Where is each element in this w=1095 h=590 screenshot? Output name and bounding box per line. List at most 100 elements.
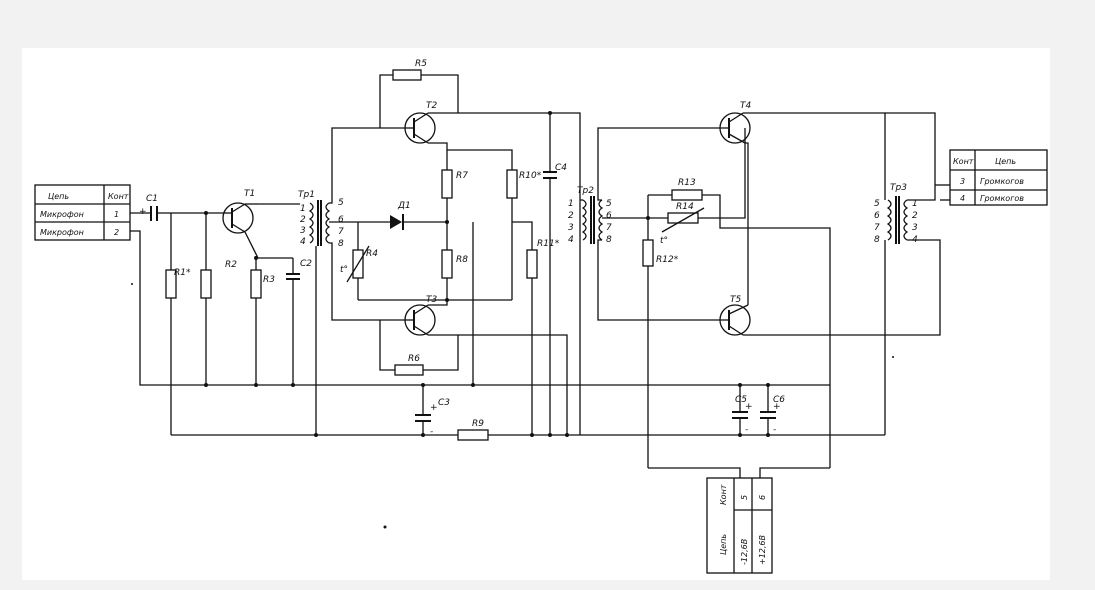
input-row2-circuit: Микрофон <box>40 228 84 237</box>
label-r13: R13 <box>678 178 696 188</box>
output-row2-contact: 4 <box>960 194 965 203</box>
mark-minus-c6: - <box>773 425 776 435</box>
transistor-t1: Т1 <box>222 189 300 259</box>
output-connector-table: Конт Цепь 3 Громкогов 4 Громкогов <box>949 149 1048 206</box>
power-connector-wiring <box>648 467 830 478</box>
label-t5: Т5 <box>730 295 741 305</box>
power-cell-minus: -12,6В <box>740 539 749 565</box>
tr2-pin8: 8 <box>606 235 612 245</box>
label-d1: Д1 <box>397 201 411 211</box>
output-header-circuit: Цепь <box>995 157 1016 166</box>
label-c6: C6 <box>773 395 785 405</box>
power-pin6: 6 <box>758 495 767 500</box>
label-c3: C3 <box>438 398 450 408</box>
tr3-pin2: 2 <box>912 211 918 221</box>
input-row1-contact: 1 <box>114 210 119 219</box>
label-r8: R8 <box>456 255 468 265</box>
input-stage-wiring: C1 + R1* R2 <box>130 194 830 435</box>
label-thermistor-r14: t° <box>660 236 668 246</box>
label-c4: C4 <box>555 163 567 173</box>
resistors-r7-r8: R7 R8 <box>441 169 468 302</box>
label-t1: Т1 <box>244 189 255 199</box>
mark-plus-c6: + <box>773 402 781 412</box>
transistor-t2: Т2 <box>404 101 581 435</box>
tr2-pin1: 1 <box>568 199 574 209</box>
label-thermistor-r4: t° <box>340 265 348 275</box>
label-r4: R4 <box>366 249 378 259</box>
diode-d1: Д1 <box>358 201 447 230</box>
thermistor-r4: R4 t° <box>340 222 447 301</box>
tr2-pin5: 5 <box>606 199 612 209</box>
power-label-circuit: Цепь <box>719 534 728 555</box>
label-tr1: Тр1 <box>298 190 315 200</box>
tr1-pin8: 8 <box>338 239 344 249</box>
label-t4: Т4 <box>740 101 751 111</box>
power-connector-table: Цепь Конт 5 6 -12,6В +12,6В <box>706 477 773 574</box>
input-header-contact: Конт <box>108 192 129 201</box>
tr1-pin1: 1 <box>300 204 306 214</box>
resistor-r5: R5 <box>379 59 459 128</box>
tr2-pin2: 2 <box>568 211 574 221</box>
label-r1: R1* <box>174 268 191 278</box>
tr3-pin5: 5 <box>874 199 880 209</box>
tr1-pin7: 7 <box>338 227 344 237</box>
label-r11: R11* <box>537 239 560 249</box>
label-tr2: Тр2 <box>577 186 594 196</box>
tr2-pin6: 6 <box>606 211 612 221</box>
tr2-pin3: 3 <box>568 223 574 233</box>
label-t2: Т2 <box>426 101 437 111</box>
tr1-pin3: 3 <box>300 226 306 236</box>
output-row2-circuit: Громкогов <box>980 194 1024 203</box>
label-c1: C1 <box>146 194 158 204</box>
label-r5: R5 <box>415 59 427 69</box>
capacitor-c3: C3 + - <box>415 383 450 437</box>
tr2-pin7: 7 <box>606 223 612 233</box>
bias-network-r10-r11-c4: R10* R11* C4 <box>447 111 567 435</box>
tr1-pin6: 6 <box>338 215 344 225</box>
tr3-pin6: 6 <box>874 211 880 221</box>
power-pin5: 5 <box>740 495 749 500</box>
tr3-pin7: 7 <box>874 223 880 233</box>
transformer-tr2: Тр2 1 2 3 4 5 6 7 8 <box>568 127 722 321</box>
tr3-pin1: 1 <box>912 199 918 209</box>
tr3-pin3: 3 <box>912 223 918 233</box>
bottom-rail: R9 <box>171 419 580 441</box>
tr3-pin8: 8 <box>874 235 880 245</box>
transformer-tr3: Тр3 5 6 7 8 1 2 3 4 <box>874 112 950 336</box>
label-r14: R14 <box>676 202 694 212</box>
label-r12: R12* <box>656 255 679 265</box>
mark-plus-c3: + <box>430 403 438 413</box>
tr1-pin5: 5 <box>338 198 344 208</box>
mark-minus-c5: - <box>745 425 748 435</box>
tr1-pin4: 4 <box>300 237 306 247</box>
label-r7: R7 <box>456 171 468 181</box>
label-r9: R9 <box>472 419 484 429</box>
mark-plus-c1: + <box>139 207 147 217</box>
label-c2: C2 <box>300 259 312 269</box>
label-r2: R2 <box>225 260 237 270</box>
capacitors-c5-c6: C5 + - C6 + - <box>580 335 886 437</box>
resistor-r6: R6 <box>379 320 459 376</box>
tr1-pin2: 2 <box>300 215 306 225</box>
label-r3: R3 <box>263 275 275 285</box>
output-row1-contact: 3 <box>960 177 965 186</box>
mark-plus-c5: + <box>745 402 753 412</box>
output-row1-circuit: Громкогов <box>980 177 1024 186</box>
input-connector-table: Цепь Конт Микрофон 1 Микрофон 2 <box>34 184 131 241</box>
power-header-contact: Конт <box>719 484 728 505</box>
label-tr3: Тр3 <box>890 183 907 193</box>
label-r10: R10* <box>519 171 542 181</box>
power-cell-plus: +12,6В <box>758 535 767 565</box>
mark-minus-c3: - <box>430 427 433 437</box>
label-r6: R6 <box>408 354 420 364</box>
input-row2-contact: 2 <box>114 228 119 237</box>
transistor-t5: Т5 <box>719 240 886 336</box>
output-header-contact: Конт <box>953 157 974 166</box>
transformer-tr1: Тр1 1 2 3 4 5 6 7 8 <box>298 127 407 435</box>
t1-emitter-network: R3 C2 <box>250 256 312 387</box>
input-row1-circuit: Микрофон <box>40 210 84 219</box>
input-header-circuit: Цепь <box>48 192 69 201</box>
output-bias-network: R12* R13 R14 t° <box>642 128 831 468</box>
tr2-pin4: 4 <box>568 235 574 245</box>
